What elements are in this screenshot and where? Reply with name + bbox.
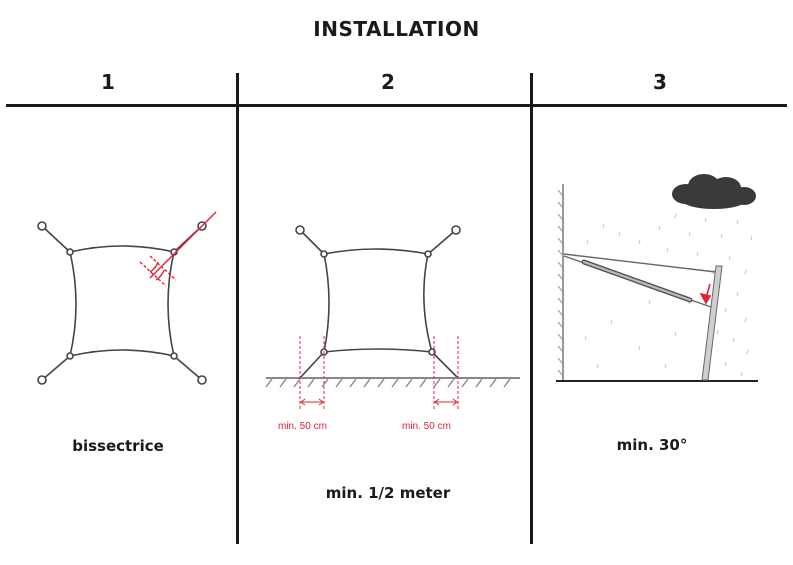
header-rule xyxy=(6,104,787,107)
support-pole xyxy=(701,265,723,381)
caption-step-1: bissectrice xyxy=(72,437,164,455)
measure-label-right: min. 50 cm xyxy=(402,421,451,432)
caption-step-3: min. 30° xyxy=(616,436,688,454)
step-number-1: 1 xyxy=(101,70,115,94)
column-divider-1 xyxy=(236,73,239,544)
caption-step-2: min. 1/2 meter xyxy=(325,484,451,502)
step-number-2: 2 xyxy=(381,70,395,94)
shade-sail-diagram-2 xyxy=(295,225,461,379)
measure-label-left: min. 50 cm xyxy=(278,421,327,432)
clearance-markers xyxy=(299,336,459,410)
page-title: INSTALLATION xyxy=(313,17,480,41)
cloud-icon xyxy=(672,174,756,209)
rain xyxy=(584,213,753,377)
column-divider-2 xyxy=(530,73,533,544)
step-number-3: 3 xyxy=(653,70,667,94)
shade-sail-diagram-1 xyxy=(37,221,207,385)
slope-arrow xyxy=(699,283,712,305)
sloped-sail xyxy=(563,253,717,309)
wall xyxy=(557,184,564,380)
ground-line xyxy=(265,377,520,388)
bisector-marker xyxy=(139,211,217,287)
